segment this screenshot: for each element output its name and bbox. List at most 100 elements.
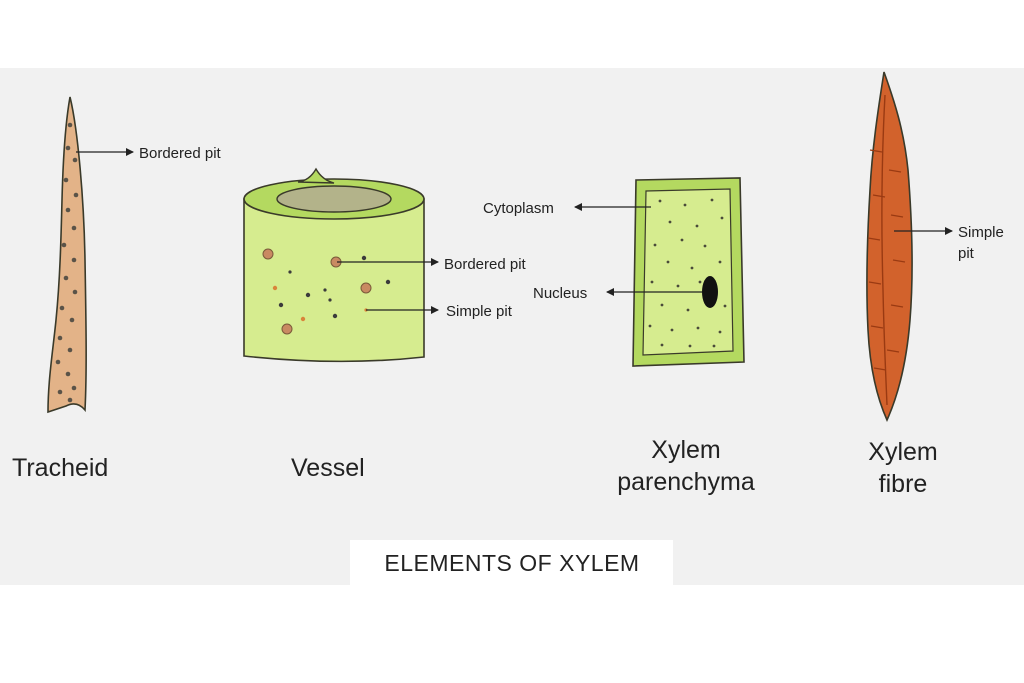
tracheid-pit xyxy=(72,289,78,295)
tracheid-pit xyxy=(63,177,69,183)
cytoplasm-granule xyxy=(650,280,654,284)
vessel-illustration xyxy=(243,167,425,363)
tracheid-illustration xyxy=(47,96,87,414)
tracheid-pit xyxy=(57,389,63,395)
parenchyma-nucleus xyxy=(702,276,718,308)
tracheid-pit xyxy=(69,317,75,323)
vessel-simple-pit xyxy=(288,270,292,274)
fibre-pit xyxy=(892,259,906,263)
cytoplasm-granule xyxy=(723,304,727,308)
vessel-bordered-pit xyxy=(360,282,372,294)
cytoplasm-granule xyxy=(710,198,714,202)
cytoplasm-granule xyxy=(683,203,687,207)
vessel-pits xyxy=(262,248,391,335)
fibre-cell xyxy=(866,71,913,422)
tracheid-bordered-pit-label: Bordered pit xyxy=(139,145,222,162)
cytoplasm-granule xyxy=(676,284,680,288)
diagram-background xyxy=(0,68,1024,585)
cytoplasm-granule xyxy=(720,216,724,220)
vessel-bordered-pit xyxy=(262,248,274,260)
fibre-pits xyxy=(867,149,906,371)
fibre-pit xyxy=(888,169,902,173)
cytoplasm-granule xyxy=(658,199,662,203)
tracheid-pit xyxy=(55,359,61,365)
tracheid-pit xyxy=(71,385,77,391)
fibre-illustration xyxy=(866,71,913,422)
cytoplasm-granule xyxy=(718,260,722,264)
tracheid-pit xyxy=(65,371,71,377)
fibre-name-line1: Xylem xyxy=(868,438,937,466)
vessel-simple-pit xyxy=(323,288,327,292)
parenchyma-illustration xyxy=(632,177,745,367)
vessel-simple-pit xyxy=(305,292,311,298)
cytoplasm-granules xyxy=(648,198,727,348)
cytoplasm-granule xyxy=(666,260,670,264)
fibre-pit xyxy=(867,237,881,241)
tracheid-pit xyxy=(71,257,77,263)
cytoplasm-granule xyxy=(688,344,692,348)
fibre-name-line2: fibre xyxy=(879,470,928,498)
cytoplasm-granule xyxy=(648,324,652,328)
vessel-simple-pit xyxy=(385,279,391,285)
parenchyma-cytoplasm xyxy=(642,188,734,356)
tracheid-pit xyxy=(61,242,67,248)
cytoplasm-granule xyxy=(698,280,702,284)
cytoplasm-granule xyxy=(660,303,664,307)
nucleus-label: Nucleus xyxy=(533,285,587,302)
cytoplasm-granule xyxy=(670,328,674,332)
cytoplasm-granule xyxy=(712,344,716,348)
tracheid-pit xyxy=(65,207,71,213)
vessel-simple-pit-label: Simple pit xyxy=(446,303,513,320)
cytoplasm-granule xyxy=(690,266,694,270)
tracheid-pit xyxy=(67,122,73,128)
fibre-pit xyxy=(872,194,886,198)
vessel-lumen xyxy=(276,185,392,213)
tracheid-pit xyxy=(65,145,71,151)
vessel-bordered-pit xyxy=(281,323,293,335)
diagram-title: ELEMENTS OF XYLEM xyxy=(384,550,639,576)
tracheid-pit xyxy=(67,397,73,403)
cytoplasm-granule xyxy=(695,224,699,228)
fibre-pit xyxy=(868,281,882,285)
fibre-pit xyxy=(870,325,884,329)
tracheid-name: Tracheid xyxy=(12,454,108,482)
fibre-simple-pit-label-line2: pit xyxy=(958,245,975,262)
fibre-pit xyxy=(886,349,900,353)
fibre-pit xyxy=(869,149,883,153)
vessel-body xyxy=(243,198,425,363)
vessel-simple-pit xyxy=(328,298,332,302)
cytoplasm-granule xyxy=(668,220,672,224)
vessel-simple-pit xyxy=(272,285,278,291)
vessel-simple-pit xyxy=(332,313,338,319)
tracheid-cell xyxy=(47,96,87,414)
vessel-simple-pit xyxy=(361,255,367,261)
fibre-pit xyxy=(873,367,887,371)
vessel-simple-pit xyxy=(278,302,284,308)
tracheid-pit xyxy=(72,157,78,163)
tracheid-pit xyxy=(67,347,73,353)
vessel-rim-tip xyxy=(297,167,335,184)
cytoplasm-granule xyxy=(653,243,657,247)
tracheid-pits xyxy=(55,122,79,403)
cytoplasm-granule xyxy=(686,308,690,312)
fibre-pit xyxy=(890,214,904,218)
cytoplasm-granule xyxy=(703,244,707,248)
fibre-lumen-line xyxy=(881,94,888,406)
vessel-name: Vessel xyxy=(291,454,365,482)
cytoplasm-granule xyxy=(718,330,722,334)
parenchyma-name-line1: Xylem xyxy=(651,436,720,464)
vessel-bordered-pit-label: Bordered pit xyxy=(444,256,527,273)
cytoplasm-label: Cytoplasm xyxy=(483,200,554,217)
tracheid-pit xyxy=(59,305,65,311)
title-box xyxy=(350,540,673,585)
tracheid-pit xyxy=(71,225,77,231)
tracheid-pit xyxy=(57,335,63,341)
parenchyma-name-line2: parenchyma xyxy=(617,468,755,496)
cytoplasm-granule xyxy=(660,343,664,347)
cytoplasm-granule xyxy=(680,238,684,242)
cytoplasm-granule xyxy=(696,326,700,330)
tracheid-pit xyxy=(63,275,69,281)
fibre-pit xyxy=(890,304,904,308)
vessel-simple-pit xyxy=(300,316,306,322)
